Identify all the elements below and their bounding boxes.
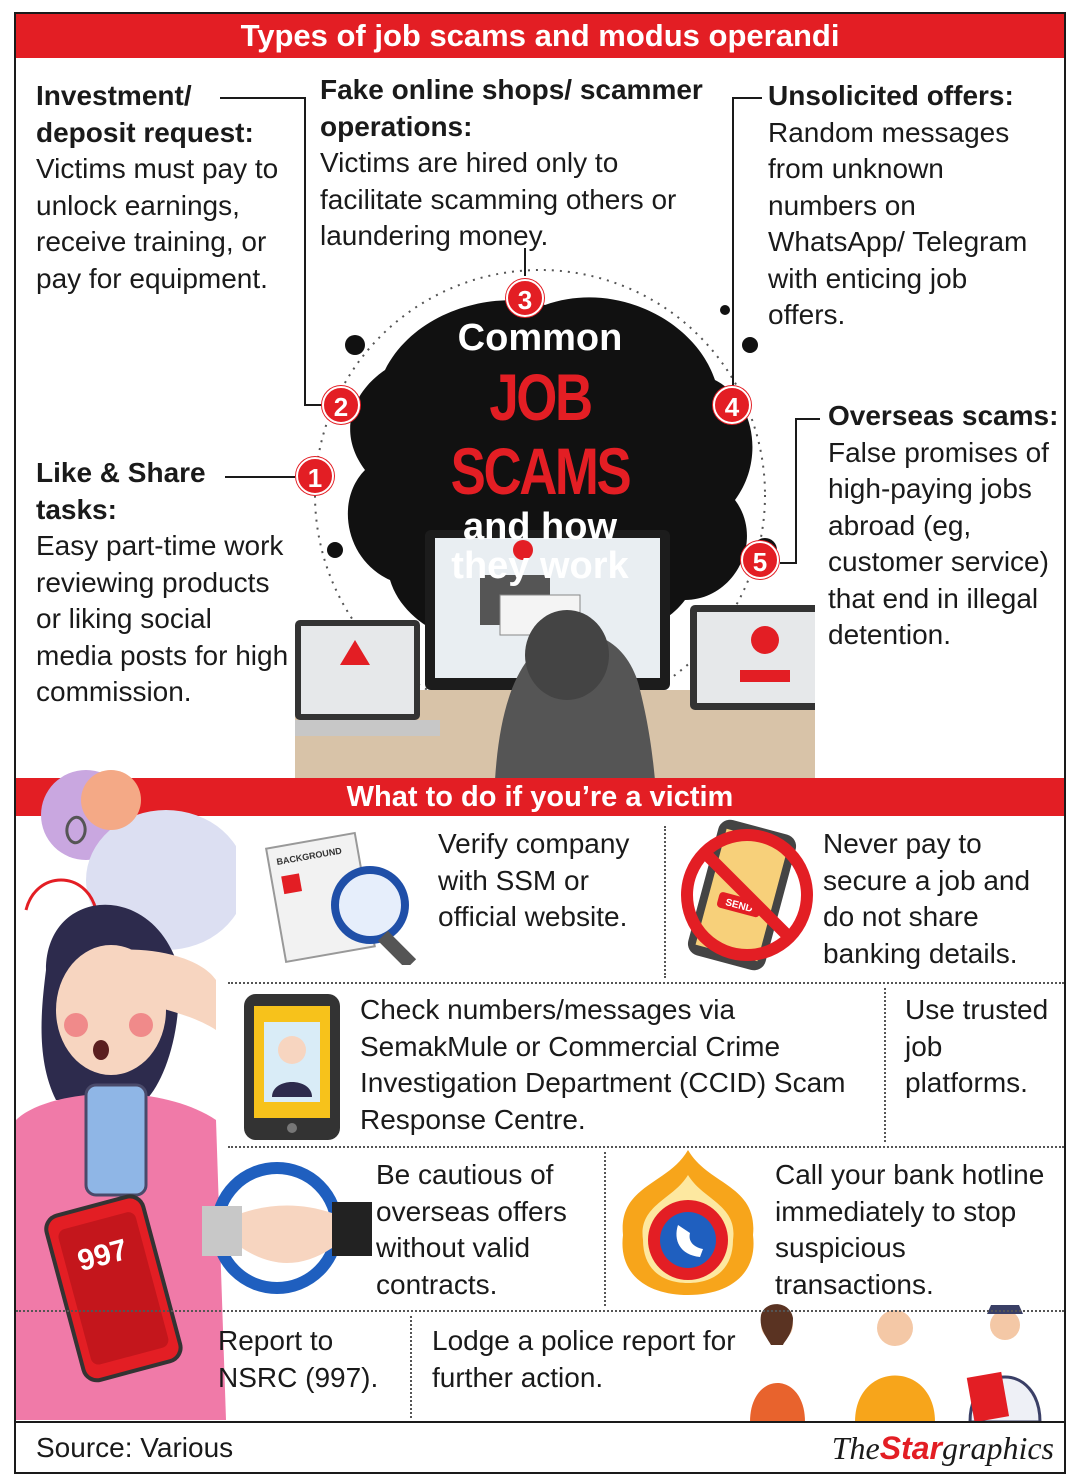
connector-line	[524, 248, 526, 276]
number-badge-1: 1	[296, 457, 334, 495]
separator	[884, 988, 886, 1142]
separator	[228, 982, 1064, 984]
scam-body: Victims must pay to unlock earnings, rec…	[36, 153, 279, 294]
scam-unsolicited: Unsolicited offers: Random messages from…	[768, 78, 1048, 334]
number-badge-2: 2	[322, 386, 360, 424]
ink-splat-illustration	[295, 269, 815, 780]
brand-logo: TheStargraphics	[832, 1428, 1054, 1468]
separator	[228, 1146, 1064, 1148]
center-title-line4: they work	[451, 545, 629, 587]
separator	[604, 1152, 606, 1306]
connector-line	[220, 97, 305, 99]
scam-heading: Investment/ deposit request:	[36, 80, 254, 148]
brand-the: The	[831, 1430, 880, 1466]
connector-line	[795, 418, 797, 563]
tip-overseas-offers: Be cautious of overseas offers without v…	[376, 1159, 567, 1300]
stressed-woman-illustration: 997	[16, 770, 236, 1420]
connector-line	[225, 476, 295, 478]
center-title: Common JOB SCAMS and how they work	[395, 316, 685, 586]
scam-heading: Unsolicited offers:	[768, 80, 1014, 111]
scam-body: Random messages from unknown numbers on …	[768, 116, 1028, 331]
tip-never-pay: Never pay to secure a job and do not sha…	[823, 828, 1031, 969]
connector-line	[304, 97, 306, 405]
infographic-frame	[14, 12, 1066, 1474]
scam-fake-shops: Fake online shops/ scammer operations: V…	[320, 72, 720, 255]
footer-divider	[16, 1421, 1064, 1423]
brand-graphics: graphics	[942, 1430, 1054, 1466]
connector-line	[304, 404, 322, 406]
tip-check-numbers: Check numbers/messages via SemakMule or …	[360, 994, 846, 1135]
connector-line	[780, 562, 797, 564]
video-call-phone-icon	[244, 994, 340, 1140]
connector-line	[732, 97, 734, 387]
no-payment-icon: SEND	[681, 819, 813, 971]
handshake-icon	[202, 1162, 372, 1294]
tip-call-bank: Call your bank hotline immediately to st…	[775, 1159, 1045, 1300]
scam-heading: Fake online shops/ scammer operations:	[320, 74, 703, 142]
scam-body: Easy part-time work reviewing products o…	[36, 530, 289, 707]
number-badge-5: 5	[741, 541, 779, 579]
tip-verify-company: Verify company with SSM or official webs…	[438, 828, 630, 932]
connector-line	[732, 97, 762, 99]
tip-trusted-platforms: Use trusted job platforms.	[905, 994, 1049, 1098]
tip-report-nsrc: Report to NSRC (997).	[218, 1325, 379, 1393]
number-badge-3: 3	[506, 279, 544, 317]
scam-body: Victims are hired only to facilitate sca…	[320, 147, 677, 251]
magnifier-document-icon: BACKGROUND	[265, 831, 417, 965]
separator	[16, 1310, 1064, 1312]
header-banner: Types of job scams and modus operandi	[16, 14, 1064, 58]
scam-heading: Overseas scams:	[828, 400, 1059, 431]
scam-like-share: Like & Share tasks: Easy part-time work …	[36, 455, 291, 711]
tip-police-report: Lodge a police report for further action…	[432, 1325, 736, 1393]
scam-body: False promises of high-paying jobs abroa…	[828, 436, 1049, 651]
scam-investment: Investment/ deposit request: Victims mus…	[36, 78, 281, 297]
scam-heading: Like & Share tasks:	[36, 457, 206, 525]
source-credit: Source: Various	[36, 1432, 234, 1463]
connector-line	[795, 418, 820, 420]
center-title-line1: Common	[457, 317, 623, 359]
victim-banner: What to do if you’re a victim	[16, 778, 1064, 816]
people-police-icon	[750, 1304, 1042, 1422]
center-title-line2: JOB SCAMS	[450, 360, 632, 508]
center-title-line3: and how	[462, 506, 618, 548]
scam-overseas: Overseas scams: False promises of high-p…	[828, 398, 1068, 654]
separator	[410, 1316, 412, 1418]
bank-hotline-icon	[622, 1150, 754, 1295]
brand-star: Star	[879, 1430, 942, 1466]
separator	[664, 826, 666, 978]
number-badge-4: 4	[713, 386, 751, 424]
